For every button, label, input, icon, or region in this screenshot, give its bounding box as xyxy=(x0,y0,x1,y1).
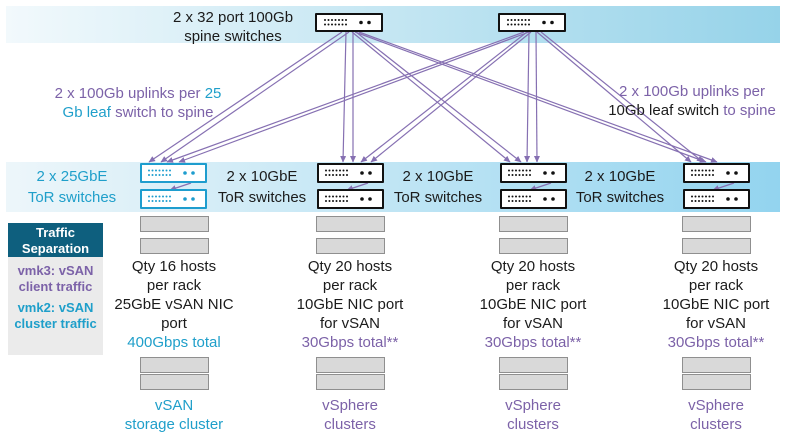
host-bar xyxy=(499,374,568,390)
spine-label-line1: 2 x 32 port 100Gb xyxy=(172,9,294,26)
uplink-right-l2-purple: to spine xyxy=(723,102,776,119)
tor-label-line2: ToR switches xyxy=(393,189,483,206)
host-bar xyxy=(682,238,751,254)
host-bar xyxy=(499,357,568,373)
traffic-separation-panel: vmk3: vSAN client traffic vmk2: vSAN clu… xyxy=(8,257,103,355)
rack-column-1: Qty 16 hosts per rack 25GbE vSAN NIC por… xyxy=(94,216,254,441)
tor-label-line1: 2 x 25GbE xyxy=(36,168,108,185)
host-bar xyxy=(316,357,385,373)
spine-band xyxy=(6,6,780,43)
rack-column-4: Qty 20 hosts per rack 10GbE NIC port for… xyxy=(636,216,785,441)
tor-label-rack4: 2 x 10GbE ToR switches xyxy=(560,166,680,208)
rack2-total: 30Gbps total** xyxy=(301,334,399,351)
host-bar xyxy=(316,238,385,254)
tor-label-line1: 2 x 10GbE xyxy=(584,168,656,185)
uplink-caption-right: 2 x 100Gb uplinks per 10Gb leaf switch t… xyxy=(592,82,785,120)
uplink-left-l2-cyan: Gb leaf xyxy=(62,104,111,121)
uplink-right-l1-purple: 2 x 100Gb uplinks per xyxy=(619,83,765,100)
traffic-separation-title-line2: Separation xyxy=(21,241,90,256)
rack4-total: 30Gbps total** xyxy=(667,334,765,351)
uplink-left-l1-cyan: 25 xyxy=(204,85,222,102)
tor-label-line1: 2 x 10GbE xyxy=(402,168,474,185)
tor-switch-icon xyxy=(500,163,567,183)
rack3-description: Qty 20 hosts per rack 10GbE NIC port for… xyxy=(453,257,613,352)
rack4-cluster-label: vSphere clusters xyxy=(688,397,744,433)
tor-label-rack1: 2 x 25GbE ToR switches xyxy=(12,166,132,208)
tor-label-line2: ToR switches xyxy=(217,189,307,206)
rack-column-2: Qty 20 hosts per rack 10GbE NIC port for… xyxy=(270,216,430,441)
rack2-description: Qty 20 hosts per rack 10GbE NIC port for… xyxy=(270,257,430,352)
rack1-cluster-label: vSAN storage cluster xyxy=(124,397,224,433)
rack2-cluster-label: vSphere clusters xyxy=(322,397,378,433)
host-bar xyxy=(499,238,568,254)
tor-label-rack2: 2 x 10GbE ToR switches xyxy=(202,166,322,208)
rack1-description: Qty 16 hosts per rack 25GbE vSAN NIC por… xyxy=(94,257,254,352)
spine-label-line2: spine switches xyxy=(184,28,282,45)
legend-vmk3-line2: client traffic xyxy=(18,279,93,294)
legend-vmk2: vmk2: vSAN cluster traffic xyxy=(8,300,103,332)
tor-switch-icon xyxy=(317,189,384,209)
tor-label-line2: ToR switches xyxy=(575,189,665,206)
host-bar xyxy=(140,374,209,390)
rack-column-3: Qty 20 hosts per rack 10GbE NIC port for… xyxy=(453,216,613,441)
uplink-left-l1-purple: 2 x 100Gb uplinks per xyxy=(54,85,201,102)
tor-label-line2: ToR switches xyxy=(27,189,117,206)
tor-label-rack3: 2 x 10GbE ToR switches xyxy=(378,166,498,208)
tor-switch-icon xyxy=(683,163,750,183)
host-bar xyxy=(140,357,209,373)
legend-vmk2-line1: vmk2: vSAN xyxy=(17,300,94,315)
tor-switch-icon xyxy=(500,189,567,209)
rack2-qty: Qty 20 hosts xyxy=(307,258,393,275)
rack1-qty: Qty 16 hosts xyxy=(131,258,217,275)
rack3-total: 30Gbps total** xyxy=(484,334,582,351)
legend-vmk3-line1: vmk3: vSAN xyxy=(17,263,94,278)
rack3-cluster-label: vSphere clusters xyxy=(505,397,561,433)
rack3-qty: Qty 20 hosts xyxy=(490,258,576,275)
host-bar xyxy=(682,357,751,373)
host-bar xyxy=(140,216,209,232)
uplink-left-l2-purple: switch to spine xyxy=(115,104,214,121)
host-bar xyxy=(140,238,209,254)
tor-switch-icon xyxy=(317,163,384,183)
tor-switch-icon xyxy=(683,189,750,209)
uplink-right-l2-black: 10Gb leaf switch xyxy=(608,102,720,119)
tor-switch-icon xyxy=(140,189,207,209)
tor-label-line1: 2 x 10GbE xyxy=(226,168,298,185)
rack1-total: 400Gbps total xyxy=(127,334,221,351)
traffic-separation-title-line1: Traffic xyxy=(35,225,75,240)
spine-switches-label: 2 x 32 port 100Gb spine switches xyxy=(133,8,333,46)
host-bar xyxy=(316,374,385,390)
tor-switch-icon xyxy=(140,163,207,183)
rack4-qty: Qty 20 hosts xyxy=(673,258,759,275)
tor-band xyxy=(6,162,780,212)
host-bar xyxy=(682,216,751,232)
spine-switch-icon xyxy=(498,13,566,32)
host-bar xyxy=(499,216,568,232)
rack4-description: Qty 20 hosts per rack 10GbE NIC port for… xyxy=(636,257,785,352)
legend-vmk2-line2: cluster traffic xyxy=(14,316,97,331)
spine-switch-icon xyxy=(315,13,383,32)
traffic-separation-header: Traffic Separation xyxy=(8,223,103,257)
host-bar xyxy=(682,374,751,390)
host-bar xyxy=(316,216,385,232)
uplink-caption-left: 2 x 100Gb uplinks per 25 Gb leaf switch … xyxy=(38,84,238,122)
legend-vmk3: vmk3: vSAN client traffic xyxy=(8,263,103,295)
